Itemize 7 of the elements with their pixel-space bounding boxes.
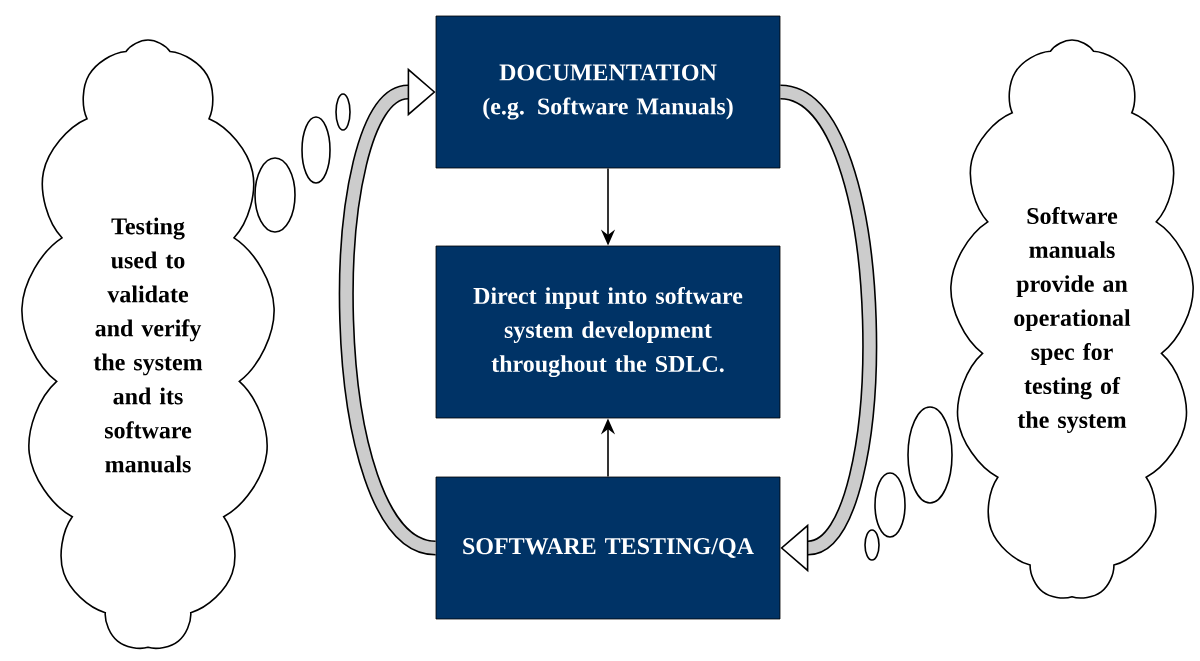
process-box: Direct input into software system development throughout the SDLC.: [435, 245, 781, 419]
curved-arrow: [777, 84, 877, 573]
thought-cloud: Testing used to validate and verify the system and its software manuals: [21, 39, 275, 650]
thought-cloud: Software manuals provide an operational spec for testing of the system: [950, 39, 1194, 599]
curved-arrow: [339, 67, 439, 556]
process-box: SOFTWARE TESTING/QA: [435, 476, 781, 620]
process-box: DOCUMENTATION (e.g. Software Manuals): [435, 15, 781, 169]
